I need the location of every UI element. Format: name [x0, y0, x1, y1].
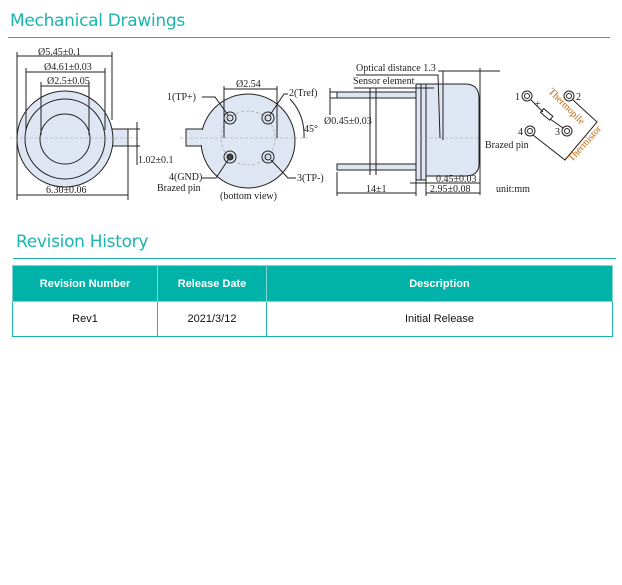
label-pin4: 4(GND) — [169, 172, 202, 183]
header-description: Description — [266, 265, 613, 302]
label-s2: 2 — [576, 92, 581, 103]
label-sensor: Sensor element — [353, 76, 415, 87]
side-view — [329, 68, 500, 196]
label-pitch: Ø2.54 — [236, 79, 261, 90]
label-s4: 4 — [518, 127, 523, 138]
section-divider — [8, 37, 610, 38]
front-view — [10, 52, 140, 200]
label-pin1: 1(TP+) — [167, 92, 196, 103]
revision-table: Revision Number Release Date Description… — [12, 265, 613, 337]
label-pin3: 3(TP-) — [297, 173, 324, 184]
label-angle: 45° — [304, 124, 318, 135]
label-width: 6.30±0.06 — [46, 185, 87, 196]
table-row: Rev1 2021/3/12 Initial Release — [12, 301, 613, 337]
section-divider — [13, 258, 616, 259]
header-release-date: Release Date — [157, 265, 267, 302]
label-d-inner: Ø2.5±0.05 — [47, 76, 90, 87]
label-height: 2.95±0.08 — [430, 184, 471, 195]
cell-date: 2021/3/12 — [157, 301, 267, 337]
label-s1: 1 — [515, 92, 520, 103]
table-header-row: Revision Number Release Date Description — [12, 265, 613, 302]
label-length: 14±1 — [366, 184, 387, 195]
label-flange: 0.45±0.03 — [436, 174, 477, 185]
pin-schematic — [521, 90, 598, 161]
label-brazed: Brazed pin — [157, 183, 201, 194]
label-d-mid: Ø4.61±0.03 — [44, 62, 92, 73]
label-unit: unit:mm — [496, 184, 530, 195]
header-revision-number: Revision Number — [12, 265, 158, 302]
mechanical-drawing: Ø5.45±0.1 Ø4.61±0.03 Ø2.5±0.05 6.30±0.06… — [10, 47, 604, 202]
label-optical: Optical distance 1.3 — [356, 63, 436, 74]
cell-description: Initial Release — [266, 301, 613, 337]
label-tab: 1.02±0.1 — [138, 155, 174, 166]
label-pin2: 2(Tref) — [289, 88, 318, 99]
label-s-brazed: Brazed pin — [485, 140, 529, 151]
section-title-mechanical: Mechanical Drawings — [10, 11, 185, 31]
label-pin-dia: Ø0.45±0.03 — [324, 116, 372, 127]
label-d-outer: Ø5.45±0.1 — [38, 47, 81, 58]
bottom-view — [180, 86, 310, 189]
label-plus: + — [535, 99, 541, 110]
label-bottom-view: (bottom view) — [220, 191, 277, 202]
cell-revision: Rev1 — [12, 301, 158, 337]
section-title-revision: Revision History — [16, 232, 149, 252]
label-s3: 3 — [555, 127, 560, 138]
